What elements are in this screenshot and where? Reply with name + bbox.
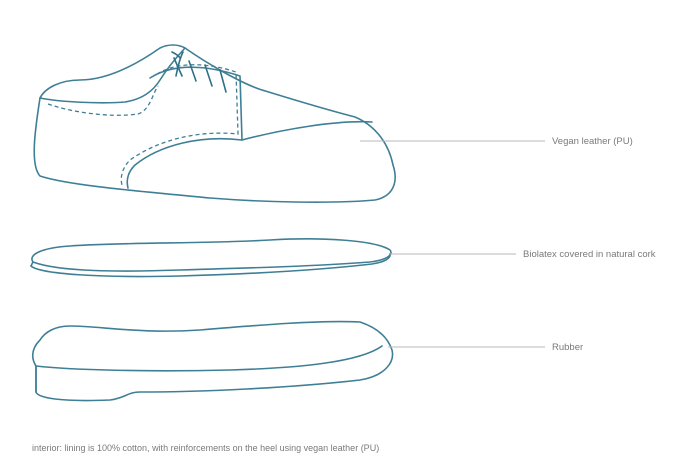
outsole-edge <box>35 345 383 372</box>
toe-cap-line <box>241 120 373 141</box>
interior-footnote: interior: lining is 100% cotton, with re… <box>32 443 380 453</box>
label-vegan-leather: Vegan leather (PU) <box>552 136 633 147</box>
quarter-seam <box>126 66 243 189</box>
label-rubber: Rubber <box>552 342 584 353</box>
insole-illustration <box>30 238 392 278</box>
outsole-illustration <box>31 320 394 402</box>
laces <box>171 51 227 93</box>
insole-edge <box>30 253 391 278</box>
insole-edge-inner <box>30 261 34 267</box>
label-biolatex-cork: Biolatex covered in natural cork <box>523 249 656 260</box>
outsole-outline <box>31 320 394 402</box>
quarter-stitching <box>120 64 239 186</box>
collar-stitching <box>47 85 159 116</box>
shoe-upper-illustration <box>33 44 396 203</box>
insole-top <box>31 238 392 272</box>
collar-line <box>39 47 186 104</box>
upper-outline <box>33 44 396 203</box>
